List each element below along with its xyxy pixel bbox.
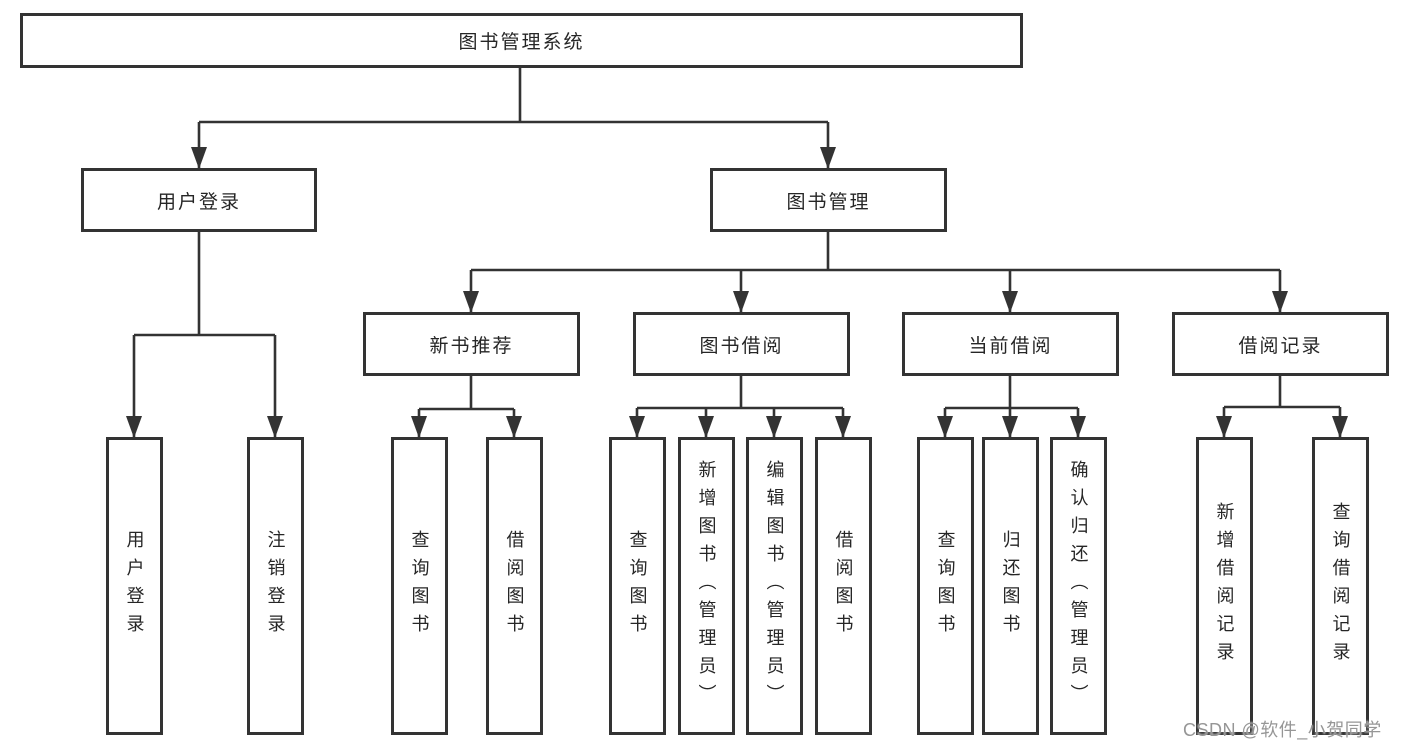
node-label: 当前借阅: [968, 335, 1053, 357]
leaf-label: 归还图书: [1000, 530, 1021, 642]
node-label: 用户登录: [156, 191, 241, 213]
node-new-book-recommend: 新书推荐: [363, 312, 580, 376]
leaf-borrow-book: 借阅图书: [486, 437, 543, 735]
leaf-label: 借阅图书: [833, 530, 854, 642]
leaf-label: 新增借阅记录: [1214, 502, 1235, 670]
leaf-label: 查询图书: [627, 530, 648, 642]
leaf-borrow-book: 借阅图书: [815, 437, 872, 735]
leaf-return-book: 归还图书: [982, 437, 1039, 735]
leaf-add-book-admin: 新增图书（管理员）: [678, 437, 735, 735]
leaf-add-borrow-record: 新增借阅记录: [1196, 437, 1253, 735]
node-label: 图书管理系统: [458, 32, 585, 53]
leaf-user-login: 用户登录: [106, 437, 163, 735]
node-label: 借阅记录: [1238, 335, 1323, 357]
csdn-watermark: CSDN @软件_小贺同学: [1183, 720, 1382, 740]
leaf-label: 编辑图书（管理员）: [764, 460, 785, 712]
leaf-query-book: 查询图书: [391, 437, 448, 735]
leaf-query-book: 查询图书: [609, 437, 666, 735]
node-current-borrow: 当前借阅: [902, 312, 1119, 376]
node-borrow-records: 借阅记录: [1172, 312, 1389, 376]
leaf-label: 借阅图书: [504, 530, 525, 642]
node-book-management: 图书管理: [710, 168, 947, 232]
leaf-confirm-return-admin: 确认归还（管理员）: [1050, 437, 1107, 735]
leaf-label: 查询图书: [935, 530, 956, 642]
node-book-borrow: 图书借阅: [633, 312, 850, 376]
node-label: 图书管理: [786, 191, 871, 213]
leaf-query-borrow-record: 查询借阅记录: [1312, 437, 1369, 735]
leaf-label: 查询图书: [409, 530, 430, 642]
leaf-label: 确认归还（管理员）: [1068, 460, 1089, 712]
node-library-management-system: 图书管理系统: [20, 13, 1023, 68]
leaf-label: 查询借阅记录: [1330, 502, 1351, 670]
leaf-query-book: 查询图书: [917, 437, 974, 735]
leaf-label: 用户登录: [124, 530, 145, 642]
leaf-logout: 注销登录: [247, 437, 304, 735]
leaf-label: 注销登录: [265, 530, 286, 642]
node-user-login: 用户登录: [81, 168, 317, 232]
leaf-edit-book-admin: 编辑图书（管理员）: [746, 437, 803, 735]
node-label: 新书推荐: [429, 335, 514, 357]
leaf-label: 新增图书（管理员）: [696, 460, 717, 712]
node-label: 图书借阅: [699, 335, 784, 357]
